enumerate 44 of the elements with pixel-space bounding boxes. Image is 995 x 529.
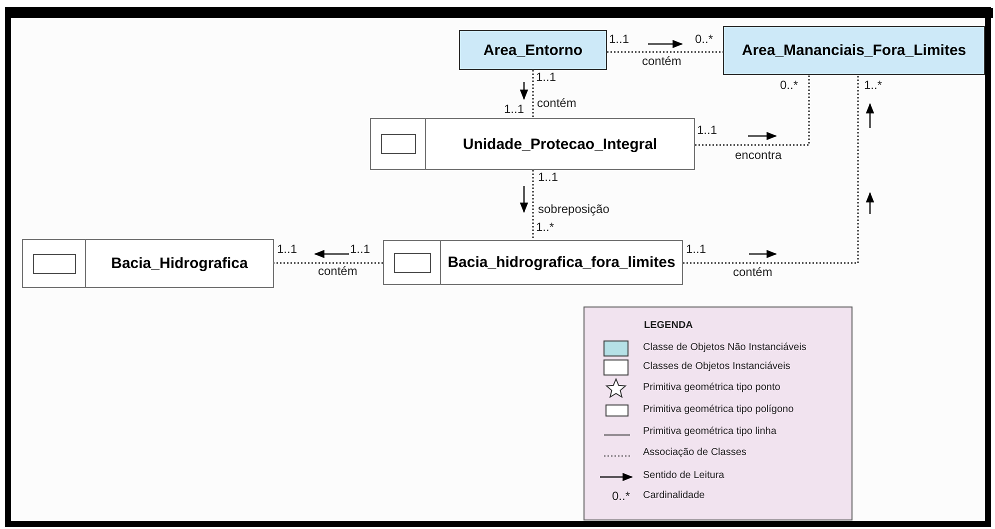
legend-title: LEGENDA [644, 319, 693, 332]
class-box [22, 239, 274, 288]
cardinality-label: 1..1 [538, 171, 558, 184]
cardinality-label: 0..* [695, 33, 714, 46]
association-line [683, 75, 859, 264]
class-box [459, 30, 607, 70]
association-line [532, 70, 534, 118]
legend-text: Cardinalidade [643, 490, 705, 502]
cardinality-label: 0..* [612, 490, 630, 503]
class-name: Area_Entorno [482, 42, 584, 58]
legend-text: Primitiva geométrica tipo linha [643, 426, 776, 438]
cardinality-label: 1..1 [609, 33, 630, 46]
association-line [532, 170, 534, 240]
association-line [274, 262, 383, 264]
legend-text: Classes de Objetos Instanciáveis [643, 361, 790, 373]
class-name: Bacia_Hidrografica [110, 255, 249, 272]
cardinality-label: 1..1 [504, 103, 524, 116]
edge-label: contém [733, 266, 772, 279]
legend-text: Primitiva geométrica tipo polígono [643, 404, 794, 416]
cardinality-label: 1..1 [686, 243, 706, 256]
edge-label: contém [537, 97, 576, 110]
cardinality-label: 1..1 [277, 243, 298, 256]
class-name: Bacia_hidrografica_fora_limites [446, 254, 676, 271]
edge-label: contém [318, 265, 358, 278]
edge-label: sobreposição [538, 203, 610, 216]
cardinality-label: 0..* [780, 79, 798, 92]
edge-label: contém [642, 55, 682, 68]
cardinality-label: 1..1 [350, 243, 370, 256]
class-name: Area_Mananciais_Fora_Limites [740, 42, 968, 59]
cardinality-label: 1..1 [697, 124, 718, 137]
edge-label: encontra [735, 149, 782, 162]
legend-text: Primitiva geométrica tipo ponto [643, 382, 780, 394]
legend-text: Classe de Objetos Não Instanciáveis [643, 342, 806, 354]
class-name: Unidade_Protecao_Integral [462, 136, 658, 152]
cardinality-label: 1..* [864, 79, 882, 92]
legend-text: Associação de Classes [643, 447, 746, 459]
cardinality-label: 1..* [536, 221, 554, 234]
class-box [383, 240, 683, 285]
association-line [607, 51, 723, 53]
cardinality-label: 1..1 [536, 71, 556, 84]
class-box [370, 118, 695, 170]
association-line [695, 75, 810, 146]
class-box [723, 26, 985, 75]
legend-text: Sentido de Leitura [643, 470, 724, 482]
